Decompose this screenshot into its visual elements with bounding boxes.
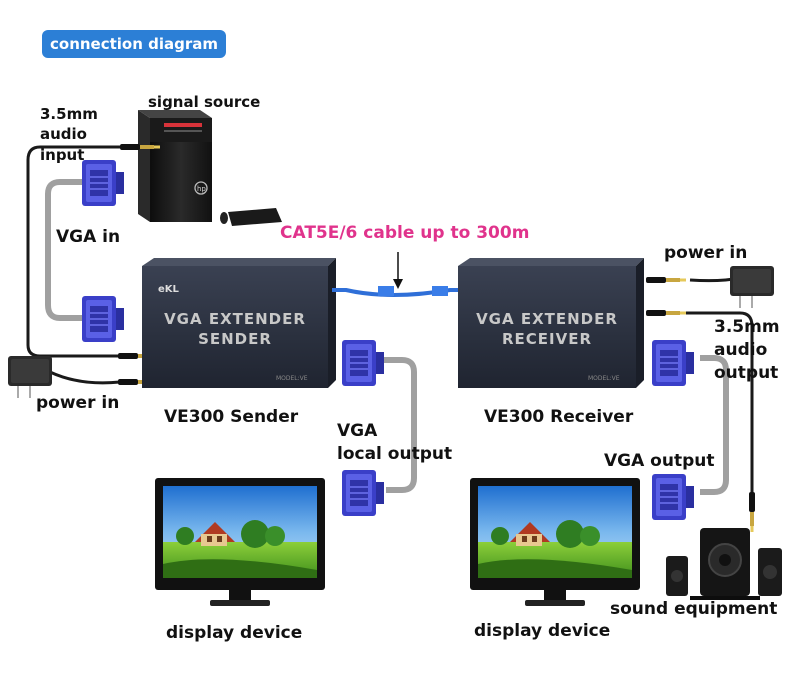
receiver-unit: VGA EXTENDER RECEIVER MODEL:VE: [458, 258, 644, 388]
sender-model-tag: MODEL:VE: [276, 375, 308, 382]
power-cable-left: [49, 370, 121, 385]
receiver-name-label: VE300 Receiver: [484, 407, 634, 427]
sender-name-label: VE300 Sender: [164, 407, 299, 427]
computer-tower: hp: [138, 110, 212, 222]
power-in-left-label: power in: [36, 393, 120, 413]
vga-in-label: VGA in: [56, 227, 121, 247]
audio-input-cable: [26, 145, 120, 358]
vga-plug-local-out: [341, 339, 385, 387]
vga-plug-monitor-right: [651, 473, 695, 521]
sender-unit: eKL VGA EXTENDER SENDER MODEL:VE: [142, 258, 336, 388]
audio-jack-speaker: [749, 492, 755, 532]
display-left-label: display device: [166, 623, 303, 643]
sender-label-2: SENDER: [198, 330, 272, 348]
display-left: [155, 478, 325, 606]
vga-output-label: VGA output: [604, 451, 715, 471]
vga-plug-source: [81, 159, 125, 207]
vga-input-cable: [45, 179, 82, 321]
speaker-system: [666, 528, 782, 600]
vga-plug-receiver-out: [651, 339, 695, 387]
keyboard-mouse: [220, 208, 282, 226]
brand-logo: eKL: [158, 284, 180, 295]
power-adapter-right: [729, 265, 775, 309]
power-jack-receiver: [646, 277, 686, 283]
receiver-label-2: RECEIVER: [502, 330, 592, 348]
sound-equipment-label: sound equipment: [610, 599, 778, 619]
audio-output-cable: [686, 311, 754, 492]
vga-output-cable: [700, 355, 729, 495]
audio-output-label: 3.5mm audio output: [714, 317, 780, 383]
vga-local-output-label: VGA local output: [337, 421, 453, 464]
signal-source-label: signal source: [148, 93, 261, 111]
vga-local-output-cable: [384, 357, 417, 493]
power-in-right-label: power in: [664, 243, 748, 263]
receiver-label-1: VGA EXTENDER: [476, 310, 618, 328]
audio-input-label: 3.5mm audio input: [40, 105, 98, 164]
vga-plug-sender-in: [81, 295, 125, 343]
sender-label-1: VGA EXTENDER: [164, 310, 306, 328]
cable-label: CAT5E/6 cable up to 300m: [280, 223, 530, 243]
display-right-label: display device: [474, 621, 611, 641]
diagram-title: connection diagram: [42, 30, 227, 58]
receiver-model-tag: MODEL:VE: [588, 375, 620, 382]
vga-plug-monitor-left: [341, 469, 385, 517]
svg-text:hp: hp: [197, 185, 206, 193]
display-right: [470, 478, 640, 606]
audio-jack-receiver: [646, 310, 686, 316]
